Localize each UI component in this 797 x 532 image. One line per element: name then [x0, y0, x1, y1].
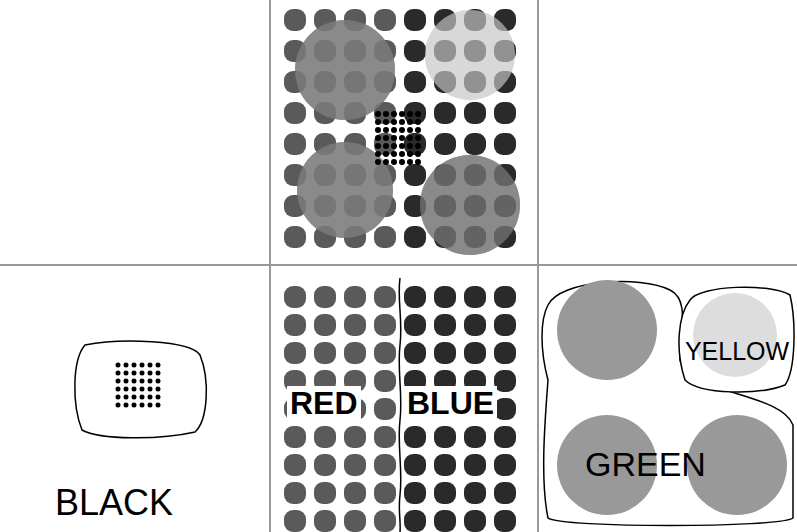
region-label: YELLOW [685, 338, 789, 366]
black-blob: BLACK [50, 335, 220, 530]
region-label: GREEN [585, 446, 706, 483]
yellow-blob: YELLOW [675, 283, 795, 395]
label-holder: BLUE [404, 386, 497, 421]
color-label: BLUE [404, 386, 497, 421]
color-label: RED [287, 386, 361, 421]
region-label: BLACK [55, 483, 173, 523]
label-holder: RED [287, 386, 361, 421]
